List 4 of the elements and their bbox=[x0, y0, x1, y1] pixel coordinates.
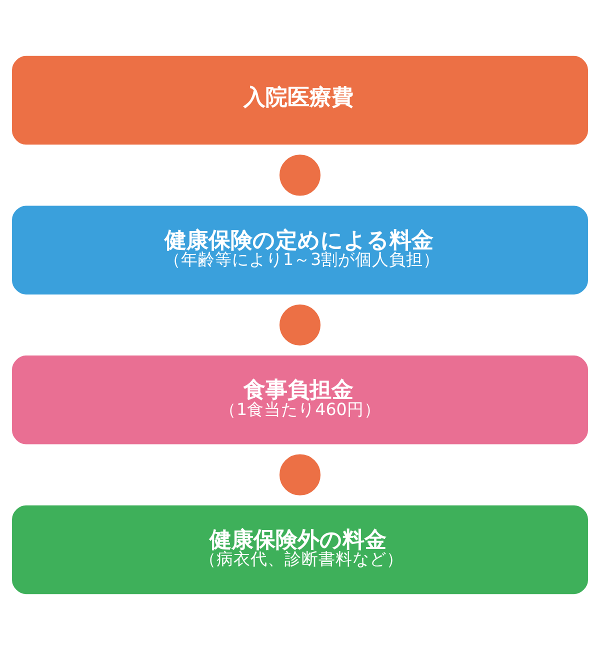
node-box: 健康保険外の料金 （病衣代、診断書料など） bbox=[12, 505, 588, 594]
node-box: 健康保険の定めによる料金 （年齢等により1～3割が個人負担） bbox=[12, 206, 588, 294]
node-box: 入院医療費 bbox=[12, 56, 588, 145]
node-box: 食事負担金 （1食当たり460円） bbox=[12, 356, 588, 444]
